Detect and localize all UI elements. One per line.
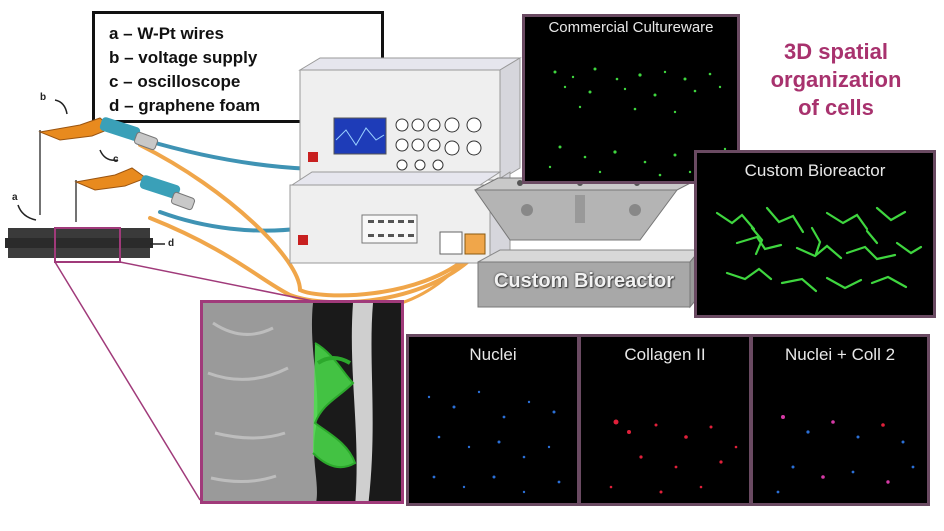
panel-collagen: Collagen II xyxy=(578,334,752,506)
headline-line-3: of cells xyxy=(798,95,874,120)
label-c: c xyxy=(113,154,119,165)
merged-dots xyxy=(776,415,915,494)
legend-item-voltage: b – voltage supply xyxy=(109,48,258,67)
bioreactor-cells xyxy=(715,206,923,293)
panel-sem-image xyxy=(200,300,404,504)
panel-nuclei: Nuclei xyxy=(406,334,580,506)
probe-lower xyxy=(74,167,196,222)
graphene-foam xyxy=(5,227,153,263)
label-b: b xyxy=(40,92,47,103)
zoom-line-2 xyxy=(119,261,319,303)
sem-drawing xyxy=(203,303,373,501)
panel-title-nuclei: Nuclei xyxy=(469,345,517,364)
panel-title-custom: Custom Bioreactor xyxy=(744,161,886,180)
zoom-line-1 xyxy=(54,261,201,501)
label-d: d xyxy=(168,238,175,249)
probe-upper xyxy=(38,117,159,215)
arrow-b xyxy=(54,99,68,115)
arrow-c xyxy=(99,149,119,162)
legend-item-oscilloscope: c – oscilloscope xyxy=(109,72,241,91)
legend-item-wires: a – W-Pt wires xyxy=(109,24,224,43)
headline-line-2: organization xyxy=(770,67,902,92)
headline-line-1: 3D spatial xyxy=(784,39,888,64)
panel-title-merged: Nuclei + Coll 2 xyxy=(784,345,896,364)
arrow-a xyxy=(17,204,37,221)
bioreactor-label: Custom Bioreactor xyxy=(493,270,675,292)
nuclei-dots xyxy=(427,390,561,494)
commercial-cells xyxy=(548,67,727,177)
legend-item-graphene: d – graphene foam xyxy=(109,96,261,115)
label-a: a xyxy=(12,192,18,203)
panel-title-commercial: Commercial Cultureware xyxy=(548,19,714,36)
orange-cable-2 xyxy=(148,216,482,305)
headline: 3D spatial organization of cells xyxy=(748,38,924,122)
panel-title-collagen: Collagen II xyxy=(624,345,706,364)
collagen-dots xyxy=(609,419,738,494)
oscilloscope-screen xyxy=(333,117,387,155)
panel-merged: Nuclei + Coll 2 xyxy=(750,334,930,506)
panel-custom-bioreactor: Custom Bioreactor xyxy=(694,150,936,318)
orange-cable-1 xyxy=(138,143,472,298)
